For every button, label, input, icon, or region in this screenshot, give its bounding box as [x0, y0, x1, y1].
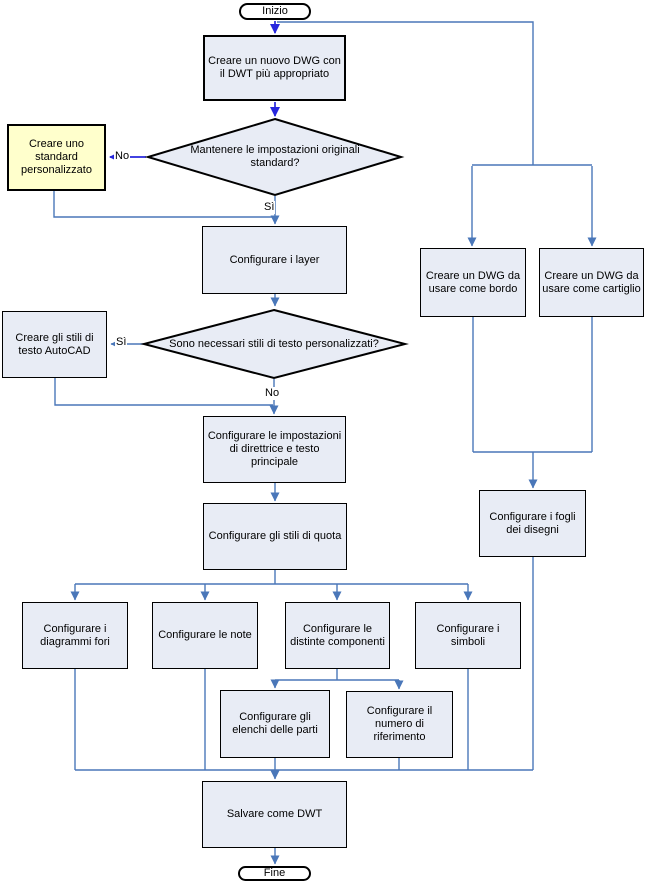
- connector-lines: [53, 21, 593, 771]
- node-end: Fine: [238, 866, 311, 881]
- node-symbols: Configurare i simboli: [415, 602, 521, 669]
- edge-label-yes-1: Sì: [263, 201, 276, 214]
- node-sheet-setup: Configurare i fogli dei disegni: [479, 490, 586, 557]
- node-hole-charts: Configurare i diagrammi fori: [22, 602, 128, 669]
- node-custom-standard: Creare uno standard personalizzato: [7, 124, 106, 191]
- decision-need-text-styles-shape: [140, 308, 409, 380]
- node-create-text-styles: Creare gli stili di testo AutoCAD: [2, 311, 107, 378]
- node-reference-number: Configurare il numero di riferimento: [346, 691, 453, 758]
- node-component-lists: Configurare le distinte componenti: [285, 602, 390, 669]
- node-start: Inizio: [239, 3, 311, 20]
- node-dimension-styles: Configurare gli stili di quota: [203, 503, 347, 570]
- decision-keep-settings-label: Mantenere le impostazioni originali stan…: [190, 144, 360, 169]
- node-titleblock-dwg: Creare un DWG da usare come cartiglio: [539, 248, 644, 317]
- node-border-dwg: Creare un DWG da usare come bordo: [420, 248, 526, 317]
- node-create-dwg: Creare un nuovo DWG con il DWT più appro…: [203, 35, 346, 101]
- decision-need-text-styles-label: Sono necessari stili di testo personaliz…: [169, 337, 379, 350]
- edge-label-yes-2: Sì: [115, 336, 128, 349]
- edge-label-no-1: No: [114, 150, 131, 163]
- node-leader-settings: Configurare le impostazioni di direttric…: [203, 416, 346, 483]
- node-save-dwt: Salvare come DWT: [202, 781, 347, 848]
- edge-label-no-2: No: [264, 387, 281, 400]
- decision-keep-settings-shape: [144, 117, 405, 197]
- node-configure-layers: Configurare i layer: [202, 226, 347, 294]
- node-notes: Configurare le note: [152, 602, 258, 669]
- node-parts-lists: Configurare gli elenchi delle parti: [220, 690, 330, 758]
